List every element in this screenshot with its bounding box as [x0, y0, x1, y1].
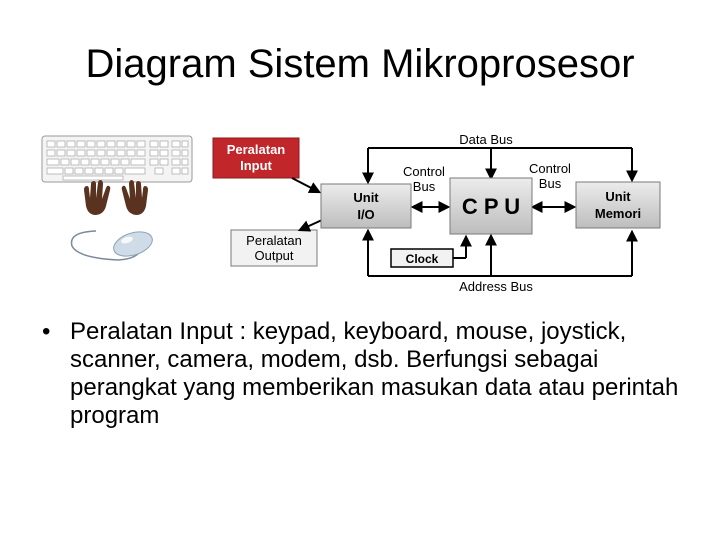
bullet-item-input-devices: • Peralatan Input : keypad, keyboard, mo…: [42, 318, 682, 430]
output-device-box: [230, 229, 318, 267]
slide-title: Diagram Sistem Mikroprosesor: [85, 42, 635, 86]
hands-icon: [84, 180, 148, 215]
bullet-list: • Peralatan Input : keypad, keyboard, mo…: [42, 318, 682, 430]
cpu-box: [449, 177, 533, 235]
control-bus-left-label-line1: Control: [403, 164, 445, 179]
data-bus-line: [362, 147, 638, 185]
unit-io-box: [320, 183, 412, 229]
unit-memori-label-line1: Unit: [605, 189, 631, 204]
bullet-text: Peralatan Input : keypad, keyboard, mous…: [70, 318, 679, 429]
clock-label: Clock: [406, 252, 439, 266]
mouse-icon: [70, 230, 153, 261]
unit-memori-box: [575, 181, 661, 229]
io-to-output-arrow: [297, 219, 323, 232]
unit-memori-label-line2: Memori: [595, 206, 641, 221]
input-device-box: [212, 137, 300, 179]
microprocessor-system-diagram: Data Bus Address Bus Control Bus Control…: [41, 132, 661, 294]
bullet-symbol: •: [42, 318, 51, 345]
keyboard-icon: [41, 135, 193, 183]
control-bus-right-label-line1: Control: [529, 161, 571, 176]
data-bus-label: Data Bus: [459, 132, 513, 147]
control-bus-left-label-line2: Bus: [413, 179, 436, 194]
input-to-io-arrow: [291, 177, 322, 194]
address-bus-label: Address Bus: [459, 279, 533, 294]
address-bus-line: [362, 228, 638, 277]
input-device-label-line1: Peralatan: [227, 142, 286, 157]
unit-io-label-line1: Unit: [353, 190, 379, 205]
output-device-label-line2: Output: [254, 248, 293, 263]
input-device-label-line2: Input: [240, 158, 272, 173]
cpu-label: C P U: [462, 194, 520, 219]
control-bus-right-label-line2: Bus: [539, 176, 562, 191]
unit-io-label-line2: I/O: [357, 207, 374, 222]
output-device-label-line1: Peralatan: [246, 233, 302, 248]
